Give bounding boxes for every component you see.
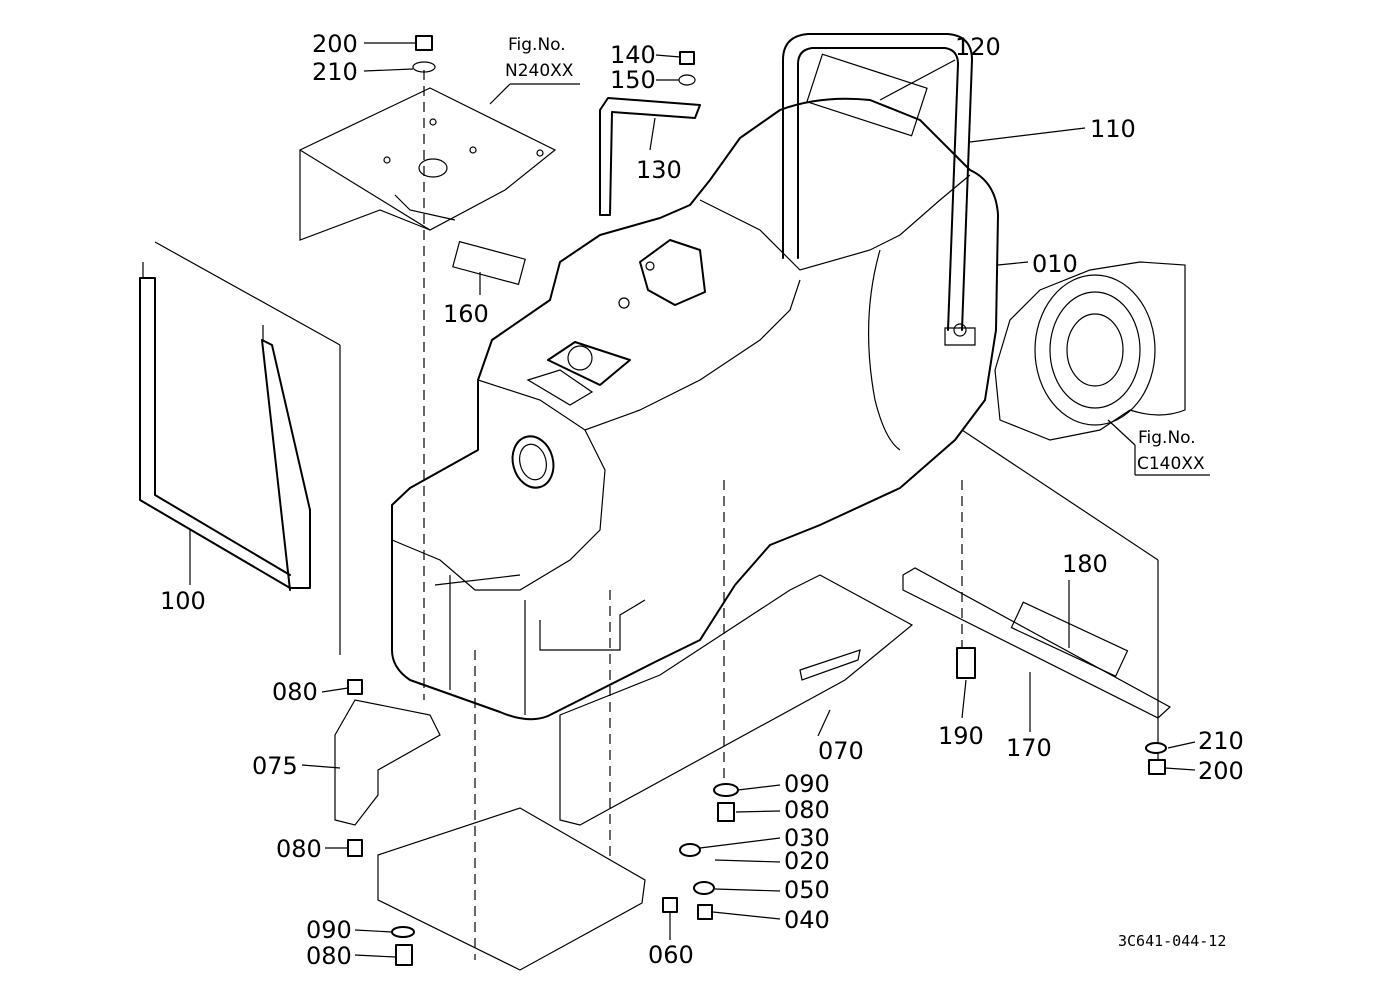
figure-ref-right: Fig.No. C140XX [1137,428,1205,474]
assembly-lines [154,70,1159,960]
part-label-100: 100 [160,587,206,615]
guard-plate-070 [377,574,914,971]
part-label-140: 140 [610,41,656,69]
fasteners [347,35,1167,966]
part-label-070: 070 [818,737,864,765]
part-label-010: 010 [1032,250,1078,278]
figure-ref-right-code: C140XX [1137,454,1205,474]
part-label-190: 190 [938,722,984,750]
support-170 [902,567,1172,719]
tank-frame-110 [782,33,976,346]
part-label-090-b: 090 [306,916,352,944]
fuel-tank-body [391,97,999,721]
part-label-120: 120 [955,33,1001,61]
part-label-200-right: 200 [1198,757,1244,785]
part-label-020: 020 [784,847,830,875]
part-label-150: 150 [610,66,656,94]
part-label-080-c: 080 [276,835,322,863]
transmission-housing [994,261,1186,441]
figure-ref-top-label: Fig.No. [508,35,566,55]
part-label-210-top: 210 [312,58,358,86]
stay-130 [599,97,701,216]
side-bracket-100 [139,262,311,591]
top-bracket [298,87,557,286]
part-label-160: 160 [443,300,489,328]
part-label-080-b: 080 [784,796,830,824]
part-label-210-right: 210 [1198,727,1244,755]
part-label-110: 110 [1090,115,1136,143]
part-labels: 200 210 140 150 120 110 130 010 160 100 … [160,30,1244,970]
figure-ref-top-code: N240XX [505,61,574,81]
bracket-075 [334,699,441,826]
part-label-180: 180 [1062,550,1108,578]
part-label-170: 170 [1006,734,1052,762]
part-label-030: 030 [784,824,830,852]
leader-lines [189,42,1210,958]
part-label-050: 050 [784,876,830,904]
part-label-130: 130 [636,156,682,184]
part-label-080-d: 080 [306,942,352,970]
drawing-number: 3C641-044-12 [1118,932,1226,950]
part-label-060: 060 [648,941,694,969]
figure-ref-right-label: Fig.No. [1138,428,1196,448]
figure-ref-top: Fig.No. N240XX [505,35,574,81]
part-label-200-top: 200 [312,30,358,58]
part-label-090-a: 090 [784,770,830,798]
part-label-080-a: 080 [272,678,318,706]
part-label-040: 040 [784,906,830,934]
part-label-075: 075 [252,752,298,780]
